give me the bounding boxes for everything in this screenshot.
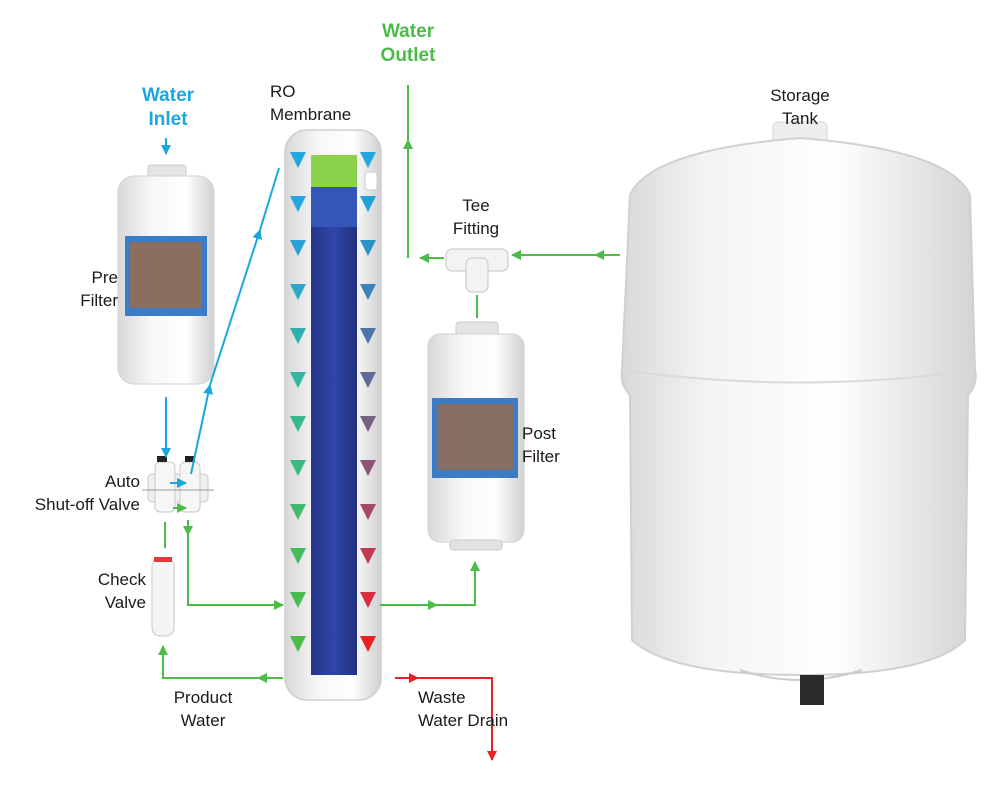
right-flow-chevron — [360, 152, 376, 168]
right-flow-chevron — [360, 548, 376, 564]
ro-membrane-label: RO Membrane — [270, 82, 352, 124]
water-inlet-label: Water Inlet — [141, 85, 195, 130]
left-flow-chevron — [290, 416, 306, 432]
right-flow-chevron — [360, 240, 376, 256]
storage-tank — [620, 121, 977, 705]
left-flow-chevron — [290, 504, 306, 520]
left-flow-chevron — [290, 328, 306, 344]
ro-membrane — [284, 129, 382, 701]
right-flow-chevron — [360, 636, 376, 652]
inlet-flow-lines — [161, 138, 280, 488]
left-flow-chevron — [290, 152, 306, 168]
product-water-label: Product Water — [173, 688, 233, 730]
pre-filter — [117, 164, 215, 385]
right-flow-chevron — [360, 592, 376, 608]
waste-flow-lines — [395, 673, 497, 761]
right-flow-chevron — [360, 196, 376, 212]
water-outlet-label: Water Outlet — [380, 21, 436, 66]
membrane-chevrons — [290, 152, 376, 652]
right-flow-chevron — [360, 416, 376, 432]
product-flow-lines — [158, 85, 620, 683]
left-flow-chevron — [290, 592, 306, 608]
waste-water-drain-label: Waste Water Drain — [418, 688, 509, 730]
left-flow-chevron — [290, 372, 306, 388]
right-flow-chevron — [360, 460, 376, 476]
left-flow-chevron — [290, 548, 306, 564]
left-flow-chevron — [290, 240, 306, 256]
post-filter — [427, 321, 525, 551]
left-flow-chevron — [290, 196, 306, 212]
right-flow-chevron — [360, 372, 376, 388]
right-flow-chevron — [360, 504, 376, 520]
tee-fitting — [445, 248, 509, 293]
pre-filter-label: Pre Filter — [80, 268, 118, 310]
post-filter-label: Post Filter — [522, 424, 560, 466]
check-valve-label: Check Valve — [97, 570, 146, 612]
auto-shutoff-valve — [142, 456, 214, 513]
auto-shutoff-valve-label: Auto Shut-off Valve — [34, 472, 140, 514]
left-flow-chevron — [290, 460, 306, 476]
left-flow-chevron — [290, 284, 306, 300]
check-valve — [151, 557, 175, 637]
storage-tank-label: Storage Tank — [770, 86, 830, 128]
left-flow-chevron — [290, 636, 306, 652]
right-flow-chevron — [360, 328, 376, 344]
right-flow-chevron — [360, 284, 376, 300]
tee-fitting-label: Tee Fitting — [452, 196, 500, 238]
